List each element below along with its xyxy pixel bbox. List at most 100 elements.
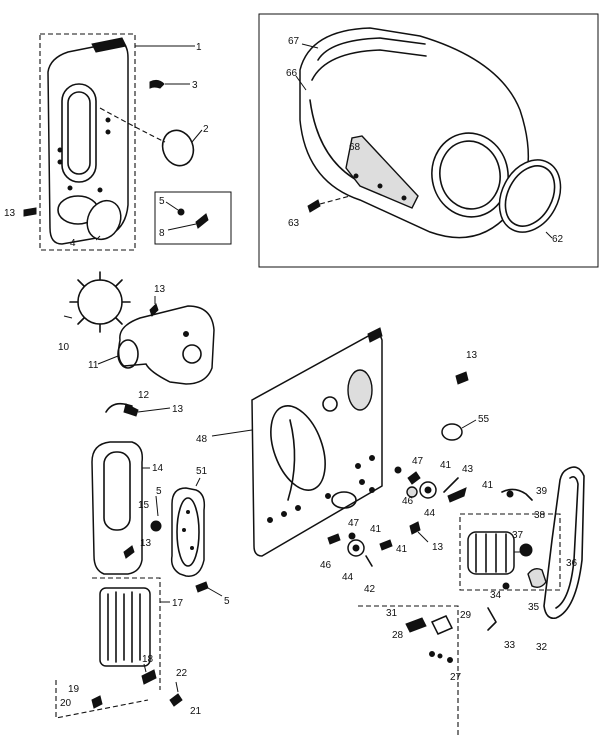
drum-front-opening: [431, 132, 509, 218]
part-number-21: 21: [190, 706, 202, 717]
leader-10: [63, 315, 73, 319]
blower-housing-11: [117, 305, 215, 385]
part-number-35: 35: [528, 602, 540, 613]
fastener-inset-box: [154, 191, 232, 245]
part-number-62: 62: [552, 234, 564, 245]
drive-belt-32: [543, 466, 585, 620]
rear-panel-motor-hole: [331, 491, 357, 509]
leader-55: [461, 419, 477, 429]
heater-element-coils: [99, 587, 151, 667]
switch-27-parts: [429, 651, 453, 663]
idler-parts-group: [327, 466, 533, 567]
part-number-13-blower: 13: [154, 284, 166, 295]
part-number-11: 11: [88, 360, 99, 371]
drum-screw-63: [307, 199, 321, 213]
idler-arm-39: [501, 488, 533, 501]
part-number-41-right: 41: [482, 480, 494, 491]
part-number-41-mid: 41: [396, 544, 408, 555]
panel-screw-13: [23, 207, 37, 217]
drive-belt-inner: [555, 476, 579, 609]
switch-31: [405, 617, 427, 633]
part-number-67: 67: [288, 36, 300, 47]
part-number-1: 1: [196, 42, 202, 53]
front-panel-door-opening: [61, 83, 97, 183]
part-number-34: 34: [490, 590, 502, 601]
part-number-41-upper: 41: [440, 460, 452, 471]
part-number-63: 63: [288, 218, 300, 229]
wire-clip-13: [123, 403, 139, 417]
screw-5-inset: [177, 208, 185, 216]
part-number-12: 12: [138, 390, 150, 401]
front-panel-vent-holes: [57, 117, 111, 193]
front-panel: [47, 41, 129, 245]
part-number-66: 66: [286, 68, 298, 79]
thermostat-wire-12: [105, 402, 133, 413]
blower-group: [63, 271, 215, 385]
clip-41-lower: [379, 539, 393, 551]
part-number-33: 33: [504, 640, 516, 651]
leader-11: [97, 355, 119, 365]
front-panel-inner-opening: [67, 91, 91, 175]
baffle-screw-1: [353, 173, 359, 179]
blower-housing-hole: [183, 331, 189, 337]
part-number-10: 10: [58, 342, 70, 353]
switch-group-frame: [358, 605, 459, 736]
part-number-2: 2: [203, 124, 209, 135]
rear-panel-large-opening: [270, 405, 326, 491]
rear-panel-opening-fold: [287, 419, 296, 501]
leader-4: [95, 235, 101, 241]
part-number-29: 29: [460, 610, 472, 621]
blower-outlet: [182, 344, 202, 364]
heater-duct-opening: [103, 451, 131, 531]
spacer-46-upper: [406, 486, 418, 498]
rear-panel-group: [211, 327, 477, 557]
part-number-47-upper: 47: [412, 456, 424, 467]
part-number-44-upper: 44: [424, 508, 436, 519]
idler-arm-39-pivot: [506, 490, 514, 498]
rear-screw-13: [455, 371, 469, 385]
lint-filter-holes: [182, 510, 194, 550]
leader-5-filter: [207, 587, 223, 597]
part-number-27: 27: [450, 672, 462, 683]
part-number-4: 4: [70, 238, 76, 249]
drum-group-frame: [258, 13, 599, 268]
lint-filter-screen: [176, 497, 200, 567]
drum-baffle: [345, 135, 419, 209]
part-number-31: 31: [386, 608, 398, 619]
leader-66: [295, 75, 307, 91]
spring-clip-8: [195, 213, 209, 229]
duct-screw-13: [123, 545, 135, 559]
washer-47-lower: [348, 532, 356, 540]
part-number-5-inset: 5: [159, 196, 165, 207]
seal-55: [441, 423, 463, 441]
leader-62: [545, 231, 553, 239]
bracket-33: [487, 607, 497, 631]
heater-group: [55, 402, 223, 719]
bearing-44-upper-hub: [424, 486, 432, 494]
bracket-42: [365, 555, 373, 567]
part-number-28: 28: [392, 630, 404, 641]
part-number-68: 68: [349, 142, 361, 153]
part-number-22: 22: [176, 668, 188, 679]
leader-51: [195, 477, 201, 487]
part-number-13-duct: 13: [140, 538, 152, 549]
motor-frame: [459, 513, 561, 591]
part-number-labels: 1 2 3 4 5 8 13 67 66 68 63 62 10 13 11 1…: [4, 36, 578, 717]
bracket-screw-20: [91, 695, 103, 709]
part-number-48: 48: [196, 434, 208, 445]
rear-panel-top-clip: [367, 327, 383, 343]
drum-group: [258, 13, 599, 268]
leader-48: [211, 429, 253, 437]
heater-element-17: [99, 587, 151, 667]
blower-wheel-vanes: [69, 271, 131, 333]
part-number-15: 15: [138, 500, 150, 511]
heater-duct-14: [91, 441, 144, 575]
drum-back-edge: [309, 99, 361, 183]
part-number-13-wire: 13: [172, 404, 184, 415]
part-number-3: 3: [192, 80, 198, 91]
motor-group: [459, 466, 585, 620]
blower-screw-13: [149, 303, 159, 317]
switch-29: [430, 615, 454, 635]
leader-5-thermostat: [155, 495, 159, 517]
